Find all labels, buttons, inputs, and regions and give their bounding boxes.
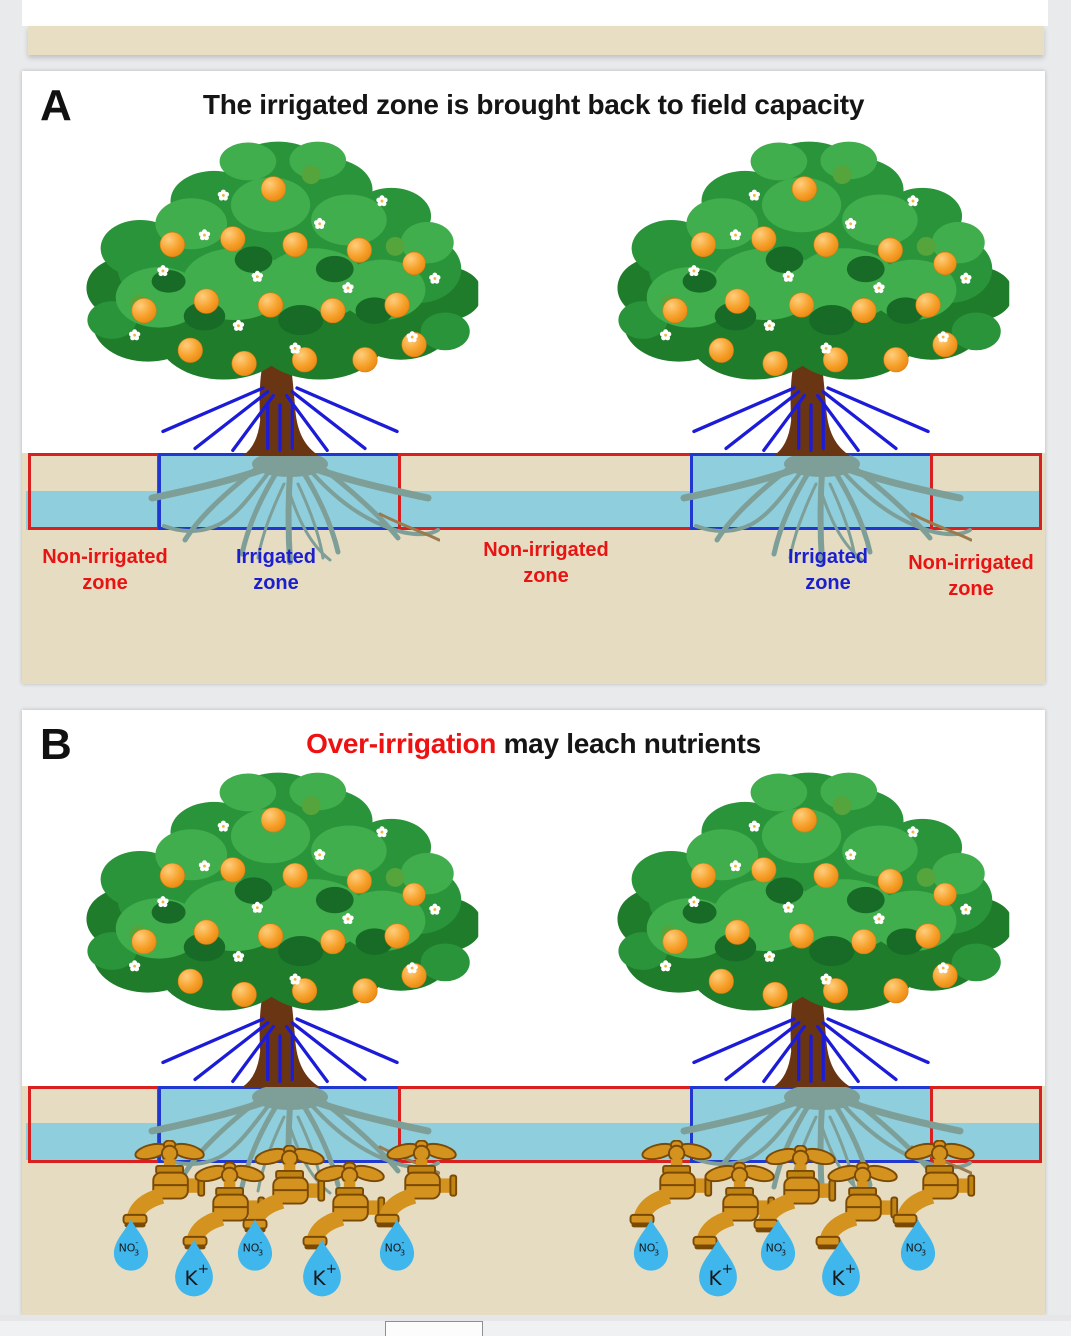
orange-tree-illustration bbox=[75, 766, 485, 1087]
zone-label-irrigated: Irrigated zone bbox=[787, 546, 869, 595]
svg-text:K+: K+ bbox=[832, 1261, 857, 1290]
orange-tree-illustration bbox=[606, 766, 1016, 1087]
zone-label-non-irrigated: Non-irrigated zone bbox=[908, 552, 1034, 601]
svg-text:NO-3: NO-3 bbox=[243, 1238, 264, 1257]
top-margin-strip bbox=[22, 0, 1048, 26]
potassium-drop: K+ bbox=[175, 1239, 213, 1297]
partial-ui-control[interactable] bbox=[385, 1321, 483, 1336]
svg-text:K+: K+ bbox=[313, 1261, 338, 1290]
svg-text:NO-3: NO-3 bbox=[639, 1238, 660, 1257]
potassium-drop: K+ bbox=[822, 1239, 860, 1297]
orange-tree-illustration bbox=[606, 135, 1016, 456]
svg-text:K+: K+ bbox=[709, 1261, 734, 1290]
zone-label-non-irrigated: Non-irrigated zone bbox=[483, 539, 609, 588]
nitrate-drop: NO-3 bbox=[379, 1219, 415, 1271]
nitrate-drop: NO-3 bbox=[760, 1219, 796, 1271]
nitrate-drop: NO-3 bbox=[633, 1219, 669, 1271]
panel-b-title-rest: may leach nutrients bbox=[496, 728, 762, 759]
nitrate-drop: NO-3 bbox=[900, 1219, 936, 1271]
panel-a: A The irrigated zone is brought back to … bbox=[22, 71, 1045, 684]
svg-text:NO-3: NO-3 bbox=[906, 1238, 927, 1257]
svg-text:NO-3: NO-3 bbox=[119, 1238, 140, 1257]
bottom-margin-strip-light bbox=[0, 1321, 1071, 1336]
panel-b: B Over-irrigation may leach nutrients NO… bbox=[22, 710, 1045, 1315]
svg-text:NO-3: NO-3 bbox=[766, 1238, 787, 1257]
panel-a-letter: A bbox=[40, 81, 73, 130]
potassium-drop: K+ bbox=[303, 1239, 341, 1297]
previous-panel-soil-edge bbox=[28, 26, 1044, 55]
zone-label-irrigated: Irrigated zone bbox=[235, 546, 317, 595]
nitrate-drop: NO-3 bbox=[113, 1219, 149, 1271]
non-irrigated-zone-box bbox=[398, 453, 693, 530]
panel-b-letter: B bbox=[40, 720, 73, 769]
potassium-drop: K+ bbox=[699, 1239, 737, 1297]
panel-a-title: The irrigated zone is brought back to fi… bbox=[202, 89, 865, 120]
svg-text:NO-3: NO-3 bbox=[385, 1238, 406, 1257]
orange-tree-illustration bbox=[75, 135, 485, 456]
zone-label-non-irrigated: Non-irrigated zone bbox=[42, 546, 168, 595]
panel-b-title: Over-irrigation may leach nutrients bbox=[22, 728, 1045, 760]
svg-text:K+: K+ bbox=[185, 1261, 210, 1290]
panel-b-title-highlight: Over-irrigation bbox=[306, 728, 497, 759]
nitrate-drop: NO-3 bbox=[237, 1219, 273, 1271]
